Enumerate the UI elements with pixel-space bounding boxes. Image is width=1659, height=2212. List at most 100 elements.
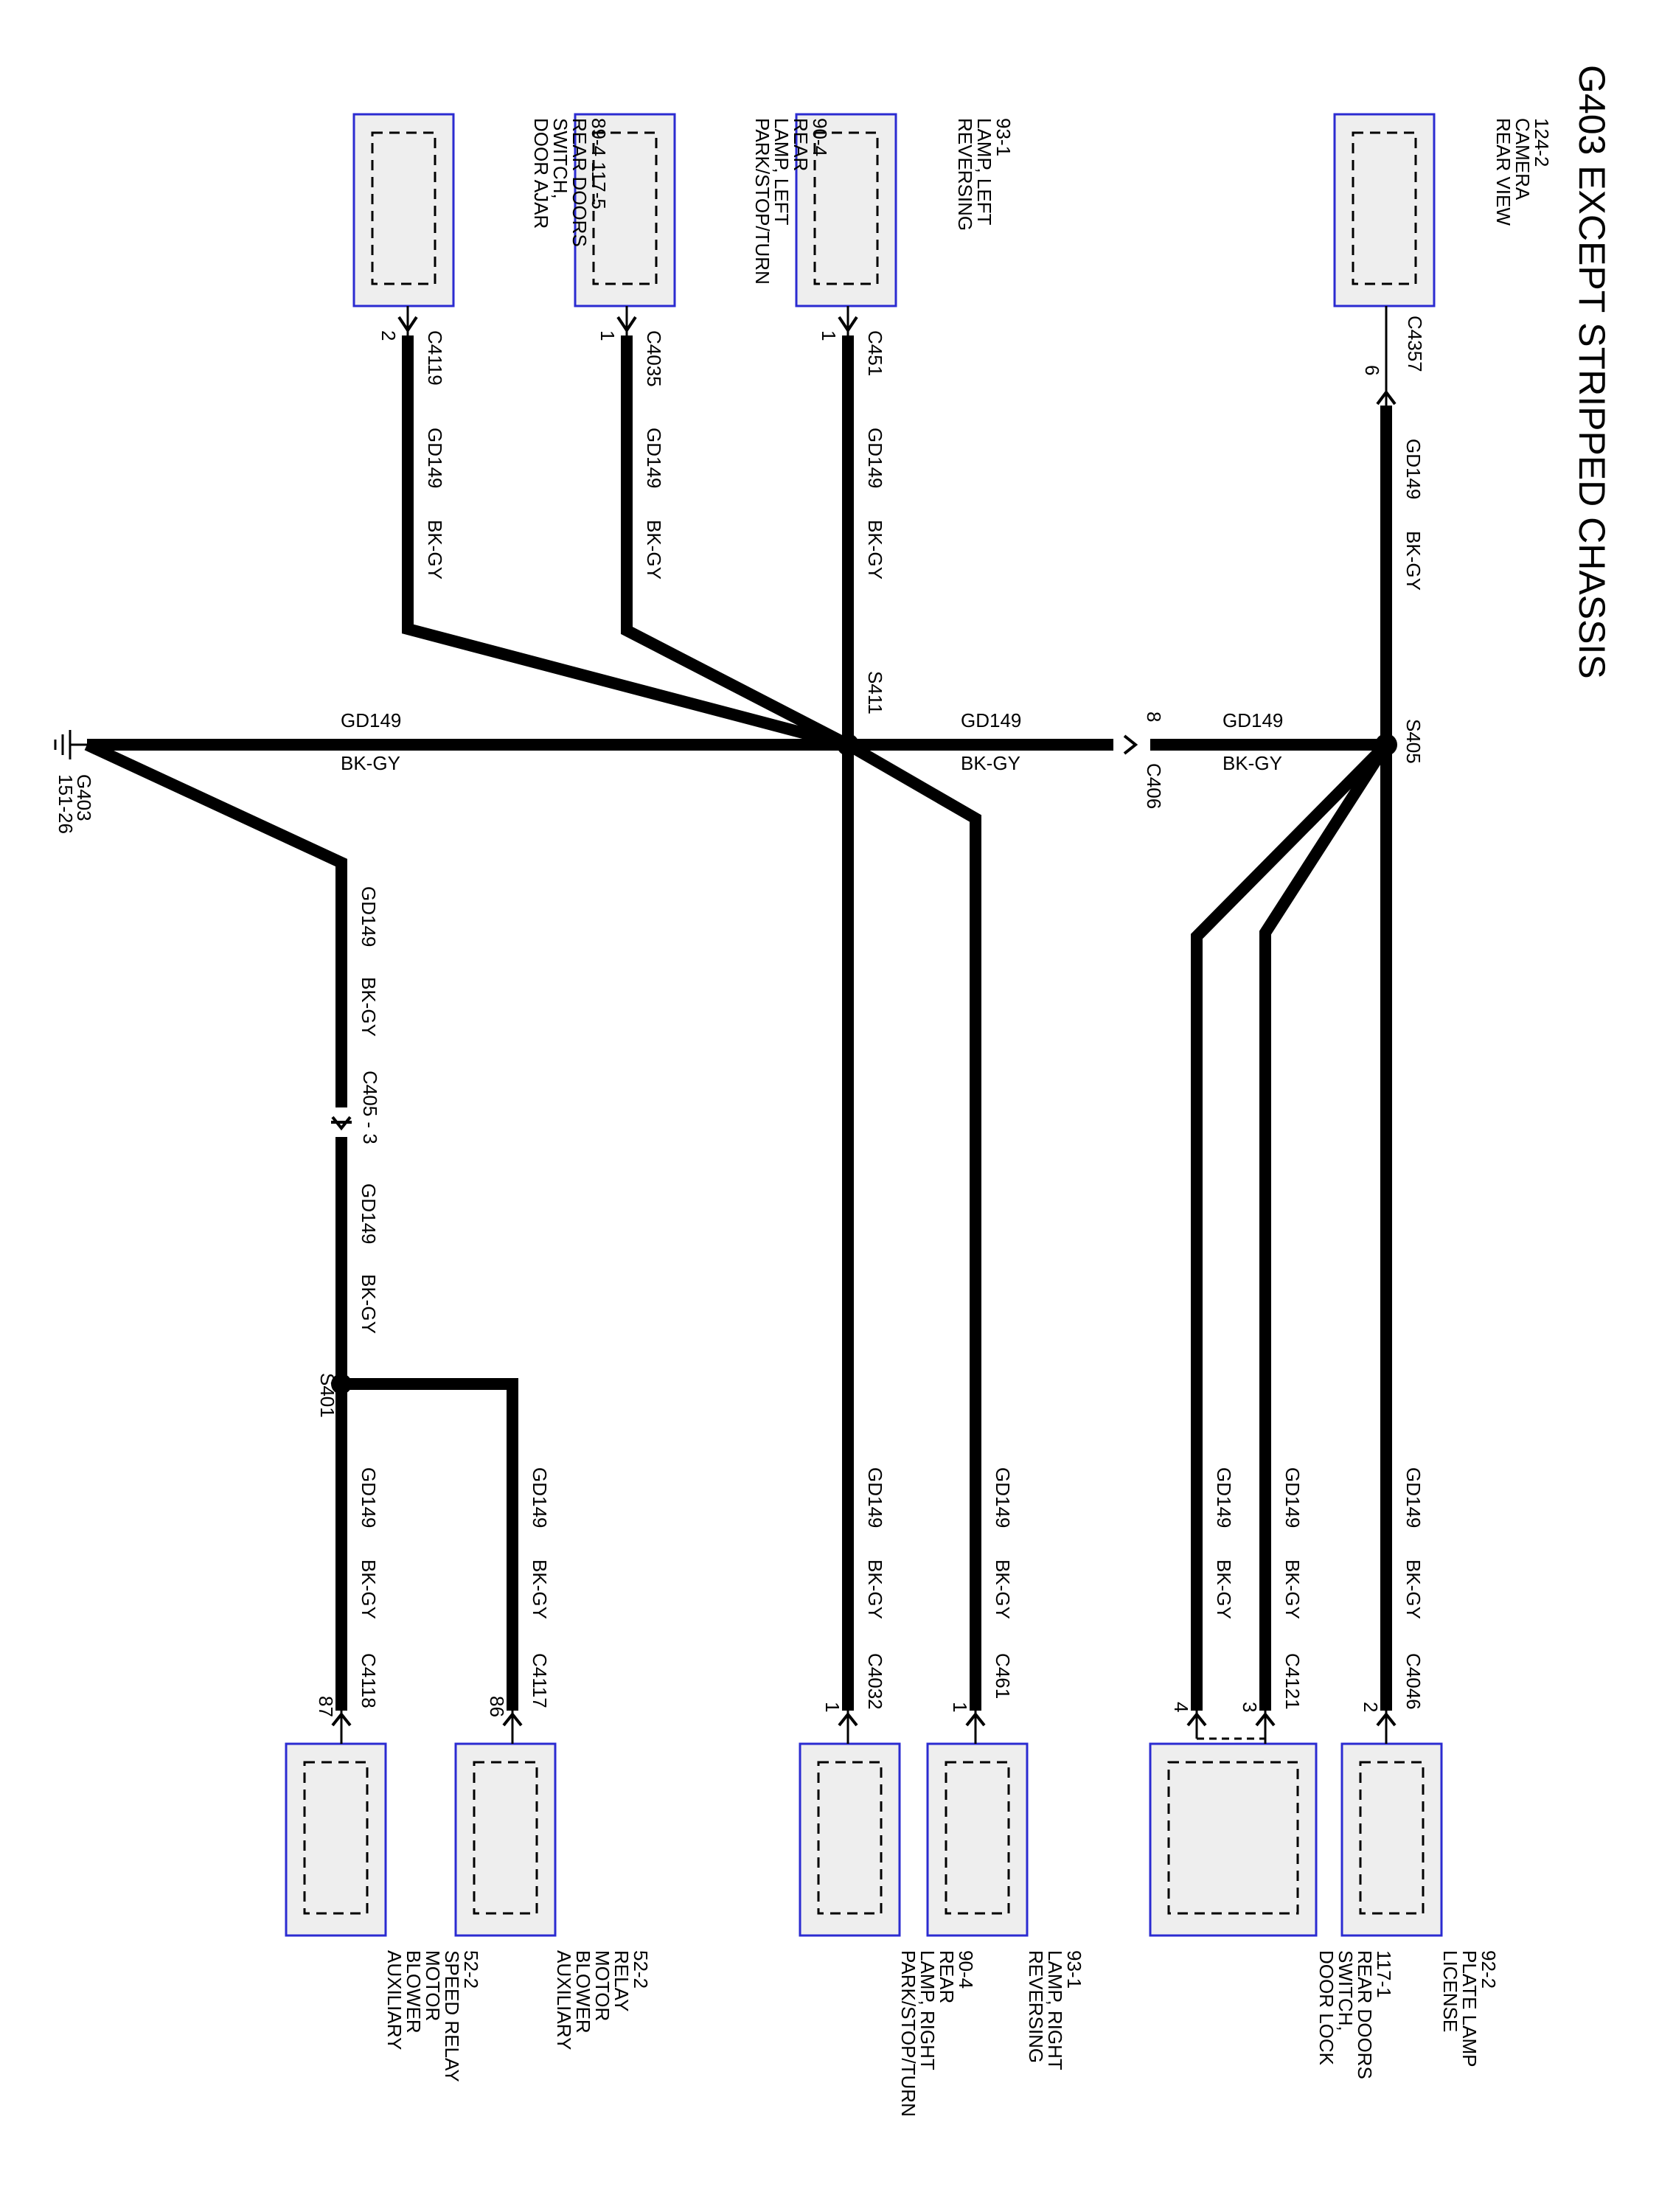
connector-c4035-symbol <box>616 316 637 333</box>
wire-circuit-label: GD149 <box>358 886 380 947</box>
component-aux-blower-relay <box>454 1711 557 1937</box>
label-ground-name: G403 <box>73 774 95 821</box>
label-c405: C405 - 3 <box>359 1071 381 1144</box>
component-reversing-lamp-right <box>926 1711 1029 1937</box>
wire-color-label: BK-GY <box>358 1559 380 1619</box>
wire-circuit-label: GD149 <box>864 428 886 488</box>
wire-color-label: BK-GY <box>358 977 380 1037</box>
wire-circuit-label: GD149 <box>358 1183 380 1244</box>
pin-c4032: 1 <box>821 1702 844 1712</box>
connector-c4046-symbol <box>1376 1711 1397 1727</box>
label-park-stop-turn-right: PARK/STOP/TURN LAMP, RIGHT REAR 90-4 <box>897 1950 977 2122</box>
wire-color-label: BK-GY <box>961 752 1020 774</box>
label-s411: S411 <box>864 671 886 714</box>
wire-color-label: BK-GY <box>643 520 665 580</box>
wire-color-label: BK-GY <box>992 1559 1014 1619</box>
connector-c4117-symbol <box>502 1711 523 1727</box>
splice-s411 <box>837 734 859 756</box>
connector-c4121-b-symbol <box>1186 1711 1207 1727</box>
wire-circuit-label: GD149 <box>529 1467 551 1528</box>
wire-s411-reversing-right <box>844 740 981 1711</box>
label-s401: S401 <box>316 1373 338 1418</box>
horizontal-wire-labels: GD149 BK-GY GD149 BK-GY GD149 BK-GY <box>341 709 1283 774</box>
component-door-lock-switch <box>1149 1711 1318 1937</box>
wire-color-label: BK-GY <box>864 520 886 580</box>
label-s405: S405 <box>1402 719 1425 764</box>
connector-c451-symbol <box>838 316 858 333</box>
wire-circuit-label: GD149 <box>1402 439 1425 499</box>
component-aux-blower-speed-relay <box>285 1711 387 1937</box>
vertical-wire-labels: GD149 BK-GY GD149 BK-GY GD149 BK-GY GD14… <box>358 428 1425 1619</box>
label-c4035: C4035 <box>643 330 665 387</box>
wire-circuit-label: GD149 <box>643 428 665 488</box>
wire-circuit-label: GD149 <box>1222 709 1283 731</box>
label-c406: C406 <box>1143 763 1165 809</box>
wire-color-label: BK-GY <box>341 752 400 774</box>
label-c4119: C4119 <box>424 330 446 386</box>
pin-c4046: 2 <box>1360 1702 1382 1712</box>
wire-color-label: BK-GY <box>1213 1559 1235 1619</box>
wire-circuit-label: GD149 <box>992 1467 1014 1528</box>
wire-color-label: BK-GY <box>1402 1559 1425 1619</box>
label-aux-blower-relay: AUXILIARY BLOWER MOTOR RELAY 52-2 <box>553 1950 652 2055</box>
pin-c406: 8 <box>1143 712 1165 722</box>
connector-c4118-symbol <box>331 1711 352 1727</box>
wires <box>84 335 1392 1711</box>
wire-circuit-label: GD149 <box>1213 1467 1235 1528</box>
wire-s405-doorlock-4 <box>1191 740 1391 1711</box>
wire-color-label: BK-GY <box>1281 1559 1304 1619</box>
connector-c4119-symbol <box>397 316 418 333</box>
label-c461: C461 <box>992 1653 1014 1699</box>
wire-color-label: BK-GY <box>424 520 446 580</box>
wire-s401-relay <box>341 1378 518 1711</box>
component-reversing-lamp-left <box>795 113 897 335</box>
wire-circuit-label: GD149 <box>424 428 446 488</box>
connector-c4357-symbol <box>1376 389 1397 406</box>
wire-color-label: BK-GY <box>864 1559 886 1619</box>
label-aux-blower-speed-relay: AUXILIARY BLOWER MOTOR SPEED RELAY 52-2 <box>383 1950 482 2087</box>
wire-color-label: BK-GY <box>529 1559 551 1619</box>
pin-c4357: 6 <box>1361 365 1383 375</box>
label-reversing-lamp-left: REVERSING LAMP, LEFT 93-1 <box>954 118 1015 236</box>
connector-c461-symbol <box>965 1711 986 1727</box>
label-ground-ref: 151-26 <box>55 774 77 834</box>
component-park-stop-turn-left <box>574 113 676 335</box>
label-c451: C451 <box>864 330 886 376</box>
label-door-ajar-switch: DOOR AJAR SWITCH, REAR DOORS 89-4 117-5 <box>530 118 610 252</box>
wire-circuit-label: GD149 <box>358 1467 380 1528</box>
wire-s411-door-ajar <box>402 335 850 751</box>
component-park-stop-turn-right <box>799 1711 901 1937</box>
wire-color-label: BK-GY <box>358 1274 380 1334</box>
component-door-ajar-switch <box>352 113 455 335</box>
wire-circuit-label: GD149 <box>1281 1467 1304 1528</box>
wire-s405-doorlock-3 <box>1259 741 1391 1711</box>
pin-c4035: 1 <box>597 330 619 341</box>
splice-s405 <box>1375 734 1397 756</box>
label-c4357: C4357 <box>1404 316 1426 372</box>
label-c4046: C4046 <box>1402 1653 1425 1710</box>
connector-symbols <box>331 316 1397 1727</box>
label-reversing-lamp-right: REVERSING LAMP, RIGHT 93-1 <box>1025 1950 1085 2076</box>
pin-c461: 1 <box>949 1702 971 1712</box>
label-rear-view-camera: REAR VIEW CAMERA 124-2 <box>1492 118 1553 231</box>
label-park-stop-turn-left: PARK/STOP/TURN LAMP, LEFT REAR 90-4 <box>751 118 831 290</box>
pin-c4121-b: 4 <box>1170 1702 1192 1712</box>
diagram-title: G403 EXCEPT STRIPPED CHASSIS <box>1571 65 1613 679</box>
component-rear-view-camera <box>1333 113 1436 406</box>
label-c4117: C4117 <box>529 1653 551 1708</box>
pin-c4117: 86 <box>486 1696 508 1717</box>
label-license-plate-lamp: LICENSE PLATE LAMP 92-2 <box>1439 1950 1500 2072</box>
label-c4032: C4032 <box>864 1653 886 1710</box>
pin-c4121-a: 3 <box>1239 1702 1261 1712</box>
wire-ground-c405 <box>84 739 347 1107</box>
connector-c406-symbol <box>1123 734 1138 755</box>
wire-color-label: BK-GY <box>1402 531 1425 591</box>
ground-symbol <box>54 730 87 759</box>
splice-s401 <box>331 1374 352 1394</box>
wire-circuit-label: GD149 <box>961 709 1021 731</box>
pin-c4118: 87 <box>315 1696 337 1717</box>
label-c4118: C4118 <box>358 1653 380 1708</box>
pin-c4119: 2 <box>378 330 400 341</box>
pin-c451: 1 <box>818 330 840 341</box>
